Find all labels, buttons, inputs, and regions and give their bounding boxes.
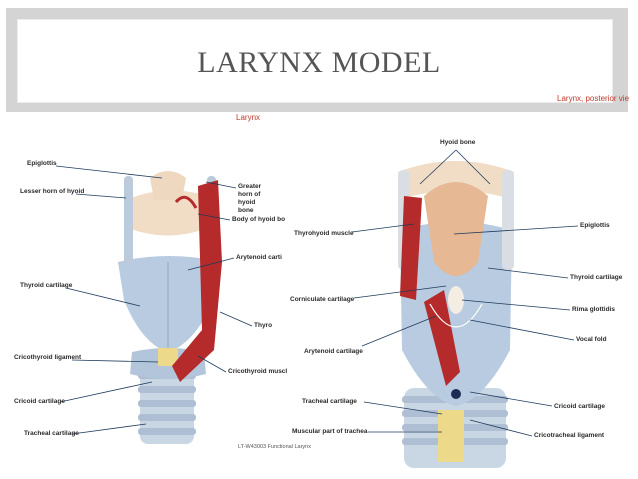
label-greater-horn: Greater horn of hyoid bone <box>238 183 262 214</box>
label-cricothyroid-ligament: Cricothyroid ligament <box>14 354 82 361</box>
label-rima-glottidis: Rima glottidis <box>572 306 615 313</box>
left-muscle <box>172 180 222 382</box>
label-cricothyroid-muscle: Cricothyroid muscl <box>228 368 288 375</box>
label-hyoid-bone: Hyoid bone <box>440 139 476 146</box>
right-epiglottis <box>424 182 488 276</box>
right-thyrohyoid-muscle <box>400 196 422 300</box>
left-leader-lines <box>55 165 253 435</box>
label-muscular-trachea: Muscular part of trachea <box>292 428 368 435</box>
right-leader-lines <box>351 149 579 437</box>
right-panel-heading: Larynx, posterior vie <box>557 94 630 103</box>
left-epiglottis <box>150 171 186 200</box>
label-cricoid-cartilage-left: Cricoid cartilage <box>14 398 65 405</box>
right-hyoid <box>398 161 514 198</box>
right-larynx-model <box>398 161 514 468</box>
label-vocal-fold: Vocal fold <box>576 336 607 343</box>
label-arytenoid-left: Arytenoid carti <box>236 254 282 261</box>
label-corniculate-cartilage: Corniculate cartilage <box>290 296 355 303</box>
label-tracheal-cartilage-right: Tracheal cartilage <box>302 398 357 405</box>
title-frame <box>18 20 612 102</box>
label-thyroid-cartilage-right: Thyroid cartilage <box>570 274 623 281</box>
left-panel-heading: Larynx <box>236 113 261 122</box>
left-cricothyroid-ligament <box>158 348 178 366</box>
right-muscular-trachea <box>438 410 464 462</box>
label-body-hyoid: Body of hyoid bo <box>232 216 286 223</box>
slide-title: LARYNX MODEL <box>197 46 441 79</box>
label-lesser-horn: Lesser horn of hyoid <box>20 188 85 195</box>
label-epiglottis-left: Epiglottis <box>27 160 57 167</box>
right-trachea <box>402 388 508 468</box>
label-arytenoid-cartilage: Arytenoid cartilage <box>304 348 363 355</box>
label-thyroid-right-edge: Thyro <box>254 322 273 329</box>
label-thyroid-cartilage-left: Thyroid cartilage <box>20 282 73 289</box>
label-tracheal-cartilage-left: Tracheal cartilage <box>24 430 79 437</box>
left-credit: LT-W43003 Functional Larynx <box>238 444 311 450</box>
label-cricoid-cartilage-right: Cricoid cartilage <box>554 403 605 410</box>
left-thyroid-cartilage <box>118 256 222 352</box>
label-cricotracheal-ligament: Cricotracheal ligament <box>534 432 605 439</box>
left-larynx-model <box>118 171 222 444</box>
right-arytenoid-muscle <box>424 290 460 386</box>
label-epiglottis-right: Epiglottis <box>580 222 610 229</box>
label-thyrohyoid-muscle: Thyrohyoid muscle <box>294 230 354 237</box>
